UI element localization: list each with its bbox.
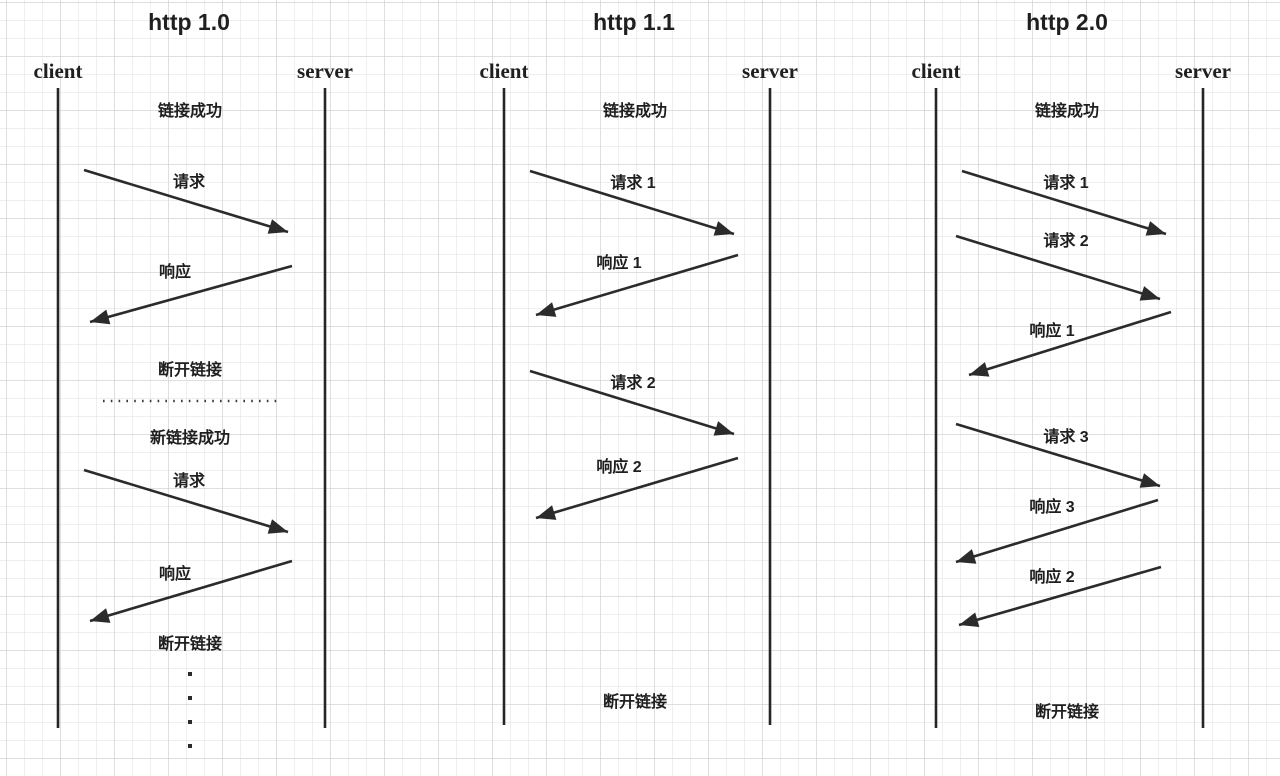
message-label-http20-5: 响应 2 (1029, 567, 1074, 586)
message-label-http10-1: 响应 (159, 262, 191, 281)
message-http10-1: 响应 (89, 262, 293, 325)
arrowhead-icon-http10-0 (267, 219, 288, 234)
message-label-http11-0: 请求 1 (610, 173, 655, 192)
message-http20-3: 请求 3 (955, 422, 1161, 488)
note-http20-1: 断开链接 (1035, 702, 1099, 721)
arrowhead-icon-http11-1 (536, 302, 557, 317)
message-http20-4: 响应 3 (955, 497, 1159, 564)
message-http20-5: 响应 2 (958, 565, 1162, 628)
panel-title-http10: http 1.0 (148, 9, 230, 35)
message-http20-1: 请求 2 (955, 231, 1161, 301)
arrowhead-icon-http10-2 (267, 519, 288, 534)
message-label-http11-1: 响应 1 (596, 253, 641, 272)
message-label-http20-2: 响应 1 (1029, 321, 1074, 340)
message-line-http20-2 (968, 310, 1172, 377)
message-line-http10-3 (89, 559, 293, 623)
ellipsis-dot-http10-1 (188, 696, 192, 700)
actor-label-server-http10: server (297, 59, 353, 83)
message-http11-3: 响应 2 (535, 456, 739, 520)
panel-title-http20: http 2.0 (1026, 9, 1108, 35)
arrowhead-icon-http20-2 (969, 362, 990, 377)
message-label-http20-0: 请求 1 (1043, 173, 1088, 192)
message-http11-0: 请求 1 (529, 169, 735, 236)
actor-label-server-http20: server (1175, 59, 1231, 83)
message-line-http11-3 (535, 456, 739, 520)
message-label-http20-1: 请求 2 (1043, 231, 1088, 250)
message-line-http20-1 (955, 234, 1161, 301)
arrowhead-icon-http10-3 (90, 608, 111, 623)
message-line-http10-0 (83, 168, 289, 234)
arrowhead-icon-http20-5 (959, 612, 980, 628)
message-label-http20-3: 请求 3 (1043, 427, 1088, 446)
arrowhead-icon-http11-0 (713, 221, 734, 236)
message-http11-1: 响应 1 (535, 253, 739, 317)
note-http20-0: 链接成功 (1035, 101, 1099, 120)
message-line-http10-2 (83, 468, 289, 534)
message-label-http10-0: 请求 (173, 172, 206, 191)
message-line-http20-4 (955, 498, 1159, 564)
message-label-http11-2: 请求 2 (610, 373, 655, 392)
message-http20-0: 请求 1 (961, 169, 1167, 236)
message-line-http20-5 (958, 565, 1162, 627)
actor-label-client-http11: client (480, 59, 529, 83)
arrowhead-icon-http11-3 (536, 505, 557, 520)
note-http10-1: 断开链接 (158, 360, 222, 379)
arrowhead-icon-http20-4 (956, 549, 977, 564)
note-http10-3: 断开链接 (158, 634, 222, 653)
message-line-http11-0 (529, 169, 735, 236)
message-http20-2: 响应 1 (968, 310, 1172, 377)
note-http11-0: 链接成功 (603, 101, 667, 120)
message-label-http10-2: 请求 (173, 471, 206, 490)
message-line-http11-1 (535, 253, 739, 317)
message-label-http20-4: 响应 3 (1029, 497, 1074, 516)
message-http10-3: 响应 (89, 559, 293, 623)
note-http10-2: 新链接成功 (150, 428, 230, 447)
ellipsis-dot-http10-0 (188, 672, 192, 676)
message-line-http10-1 (89, 264, 293, 324)
actor-label-client-http20: client (912, 59, 961, 83)
message-label-http11-3: 响应 2 (596, 457, 641, 476)
arrowhead-icon-http20-1 (1139, 286, 1160, 301)
message-line-http20-3 (955, 422, 1161, 488)
arrowhead-icon-http20-3 (1139, 473, 1160, 488)
arrowhead-icon-http20-0 (1145, 221, 1166, 236)
ellipsis-dot-http10-3 (188, 744, 192, 748)
actor-label-server-http11: server (742, 59, 798, 83)
message-http11-2: 请求 2 (529, 369, 735, 436)
ellipsis-dot-http10-2 (188, 720, 192, 724)
message-http10-2: 请求 (83, 468, 289, 534)
actor-label-client-http10: client (34, 59, 83, 83)
message-http10-0: 请求 (83, 168, 289, 234)
note-http11-1: 断开链接 (603, 692, 667, 711)
message-line-http11-2 (529, 369, 735, 436)
note-http10-0: 链接成功 (158, 101, 222, 120)
arrowhead-icon-http11-2 (713, 421, 734, 436)
arrowhead-icon-http10-1 (90, 309, 111, 325)
message-label-http10-3: 响应 (159, 564, 191, 583)
message-line-http20-0 (961, 169, 1167, 236)
panel-title-http11: http 1.1 (593, 9, 675, 35)
